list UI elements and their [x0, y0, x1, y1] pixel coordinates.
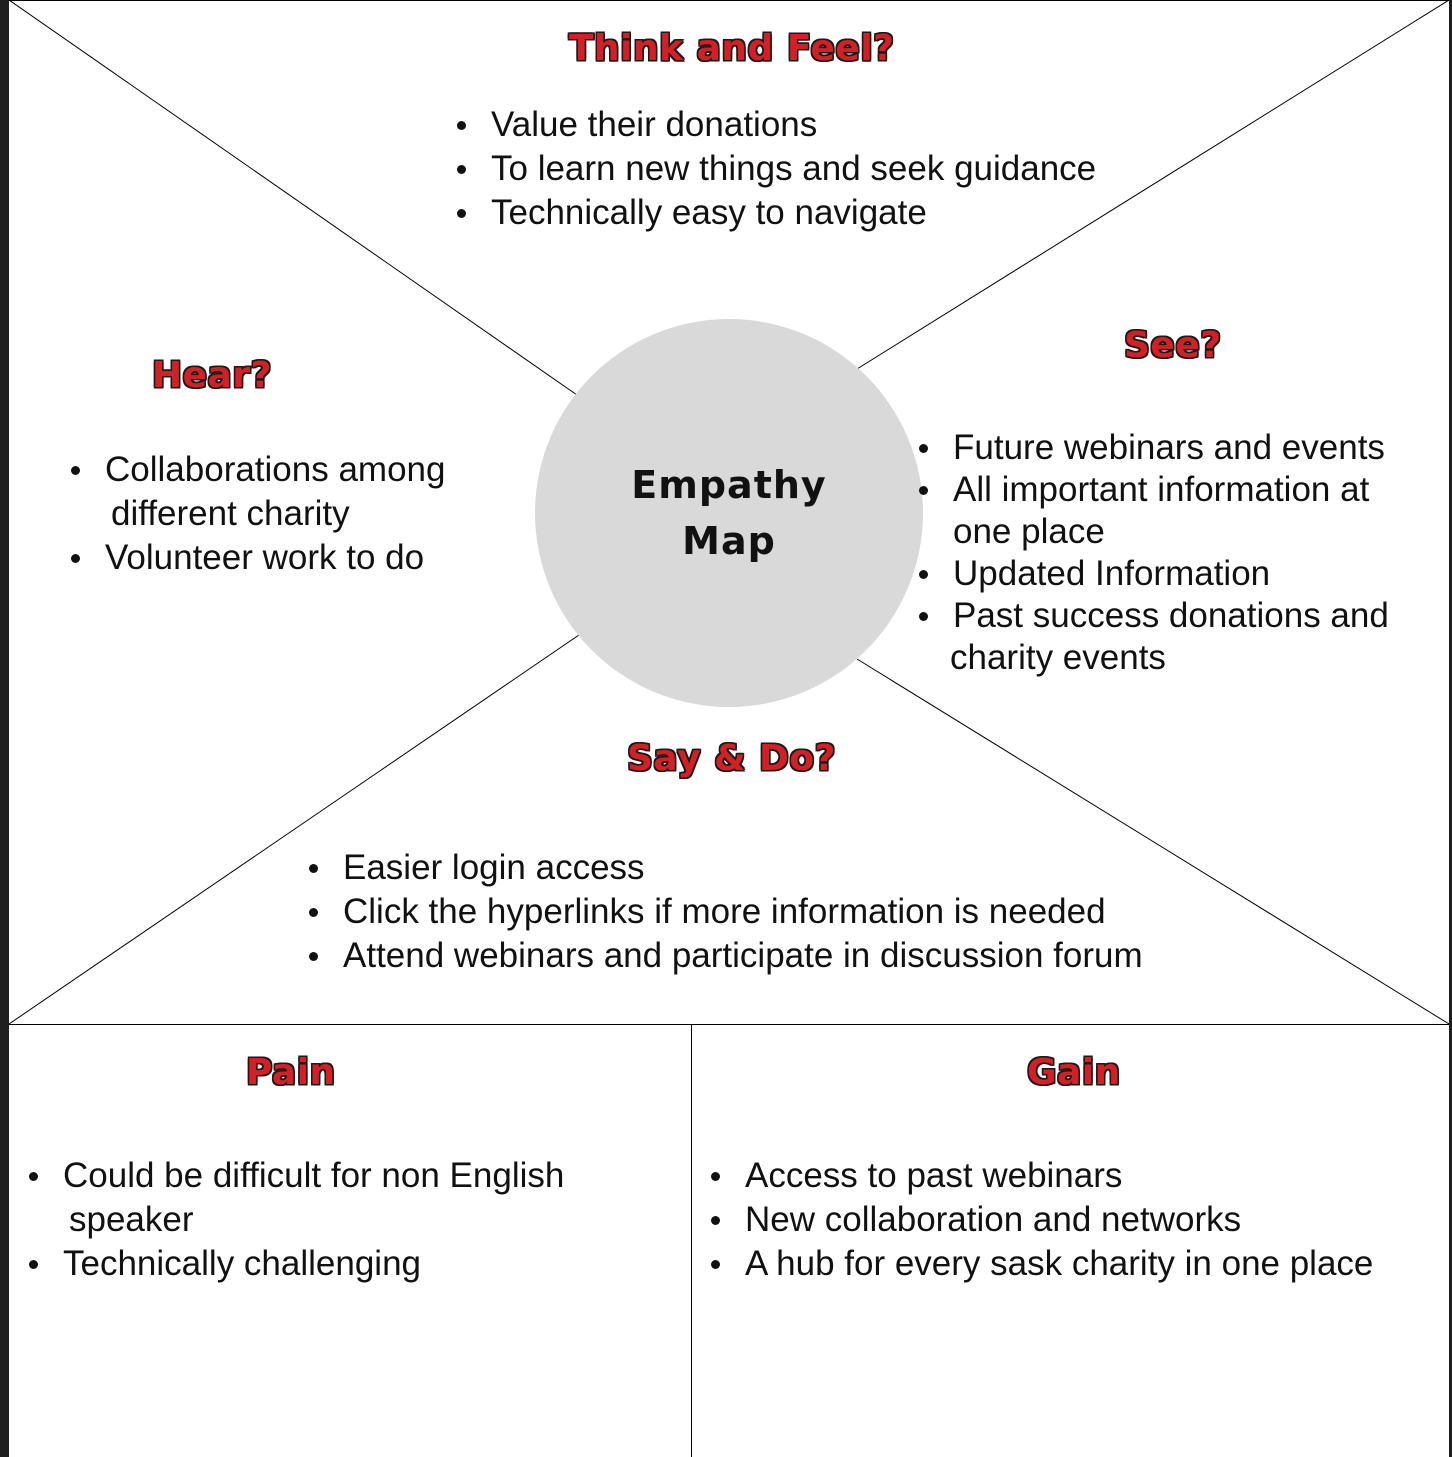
list-item-continuation: one place — [953, 512, 1105, 551]
see-heading: See? — [1124, 325, 1222, 366]
gain-heading: Gain — [1027, 1052, 1121, 1093]
see-list: Future webinars and events All important… — [917, 427, 1389, 679]
diagonal-top-left — [9, 0, 578, 396]
list-item-text: Volunteer work to do — [105, 538, 425, 577]
list-item: Click the hyperlinks if more information… — [307, 890, 1143, 934]
list-item: Volunteer work to do — [69, 536, 445, 580]
list-item-continuation: different charity — [111, 494, 350, 533]
list-item: Value their donations — [455, 103, 1096, 147]
say-do-list: Easier login access Click the hyperlinks… — [307, 846, 1143, 978]
list-item: Could be difficult for non English speak… — [27, 1154, 564, 1242]
list-item: A hub for every sask charity in one plac… — [709, 1242, 1373, 1286]
list-item-text: All important information at — [953, 470, 1370, 509]
list-item: Attend webinars and participate in discu… — [307, 934, 1143, 978]
hear-list: Collaborations among different charity V… — [69, 448, 445, 580]
list-item: All important information at one place — [917, 469, 1389, 553]
list-item-continuation: charity events — [950, 638, 1166, 677]
list-item-text: Technically challenging — [63, 1244, 421, 1283]
hear-heading: Hear? — [152, 355, 272, 396]
diagonal-top-right — [856, 0, 1449, 370]
list-item-text: Collaborations among — [105, 450, 446, 489]
pain-list: Could be difficult for non English speak… — [27, 1154, 564, 1286]
list-item-text: Could be difficult for non English — [63, 1156, 565, 1195]
center-circle: Empathy Map — [535, 319, 923, 707]
list-item: Collaborations among different charity — [69, 448, 445, 536]
list-item-text: Updated Information — [953, 554, 1271, 593]
say-do-heading: Say & Do? — [627, 738, 837, 779]
list-item: Updated Information — [917, 553, 1389, 595]
diagonal-bottom-right — [856, 658, 1449, 1025]
pain-heading: Pain — [246, 1052, 336, 1093]
list-item: New collaboration and networks — [709, 1198, 1373, 1242]
list-item-text: Future webinars and events — [953, 428, 1385, 467]
list-item-continuation: speaker — [69, 1200, 194, 1239]
list-item-text: Past success donations and — [953, 596, 1389, 635]
list-item: Access to past webinars — [709, 1154, 1373, 1198]
list-item: Technically challenging — [27, 1242, 564, 1286]
list-item: Easier login access — [307, 846, 1143, 890]
think-feel-list: Value their donations To learn new thing… — [455, 103, 1096, 235]
list-item: Technically easy to navigate — [455, 191, 1096, 235]
center-title: Empathy Map — [631, 463, 827, 563]
diagonal-bottom-left — [9, 634, 580, 1025]
think-feel-heading: Think and Feel? — [569, 28, 895, 69]
list-item: To learn new things and seek guidance — [455, 147, 1096, 191]
diagram-frame-lines — [9, 0, 1449, 1457]
empathy-map-canvas: Think and Feel? Value their donations To… — [9, 0, 1449, 1457]
gain-list: Access to past webinars New collaboratio… — [709, 1154, 1373, 1286]
list-item: Past success donations and charity event… — [917, 595, 1389, 679]
list-item: Future webinars and events — [917, 427, 1389, 469]
